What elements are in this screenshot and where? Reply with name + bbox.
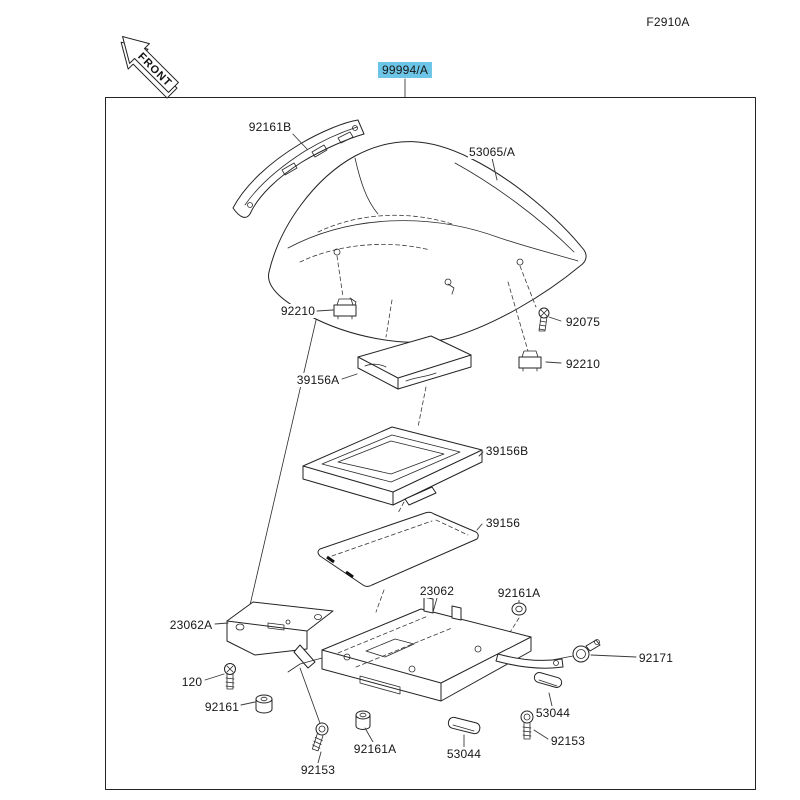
part-label-92161[interactable]: 92161 (203, 700, 241, 714)
bracket-23062-drawing (287, 596, 564, 727)
bolt-92153-left-drawing (311, 722, 329, 752)
part-label-23062[interactable]: 23062 (418, 584, 456, 598)
bolt-92153-right-drawing (520, 710, 534, 740)
cowl-inner-bracket-drawing (232, 119, 365, 218)
part-label-92153-left[interactable]: 92153 (299, 763, 337, 777)
grommet-92161A-lower-drawing (355, 710, 371, 730)
part-label-53044-lower[interactable]: 53044 (445, 747, 483, 761)
part-label-39156[interactable]: 39156 (484, 516, 522, 530)
label-leader-lines (204, 131, 637, 764)
part-label-92075[interactable]: 92075 (564, 315, 602, 329)
damper-92161-drawing (255, 694, 273, 714)
part-label-92171[interactable]: 92171 (637, 651, 675, 665)
part-label-120[interactable]: 120 (180, 675, 204, 689)
part-label-23062A[interactable]: 23062A (168, 618, 214, 632)
front-arrow: FRONT (120, 36, 179, 99)
grommet-92161A-upper-drawing (511, 602, 527, 616)
part-label-92210-right[interactable]: 92210 (564, 357, 602, 371)
part-label-92153-right[interactable]: 92153 (549, 734, 587, 748)
foam-tray-39156B-drawing (302, 426, 483, 506)
part-label-92161A-upper[interactable]: 92161A (496, 586, 542, 600)
part-label-92161A-lower[interactable]: 92161A (352, 742, 398, 756)
assembly-number-highlighted[interactable]: 99994/A (377, 62, 433, 78)
part-label-53044-right[interactable]: 53044 (534, 706, 572, 720)
foam-sheet-39156-drawing (317, 511, 479, 587)
part-label-39156B[interactable]: 39156B (484, 444, 530, 458)
seat-cowl-drawing (268, 141, 587, 343)
part-label-53065A[interactable]: 53065/A (467, 145, 517, 159)
bolt-92075-drawing (538, 307, 550, 332)
alignment-dashed-lines (336, 255, 537, 638)
foam-pad-39156A-drawing (357, 335, 472, 390)
trim-53044-lower-drawing (447, 716, 481, 735)
bolt-120-drawing (224, 663, 236, 690)
damper-92210-left-drawing (333, 298, 357, 320)
part-label-39156A[interactable]: 39156A (295, 373, 341, 387)
trim-53044-right-drawing (533, 672, 563, 688)
part-label-92161B[interactable]: 92161B (247, 120, 293, 134)
diagram-border (105, 97, 756, 790)
clamp-92171-drawing (551, 639, 601, 663)
bracket-23062A-drawing (226, 601, 334, 669)
part-label-92210-left[interactable]: 92210 (279, 304, 317, 318)
damper-92210-right-drawing (518, 350, 542, 372)
figure-code: F2910A (645, 15, 691, 29)
